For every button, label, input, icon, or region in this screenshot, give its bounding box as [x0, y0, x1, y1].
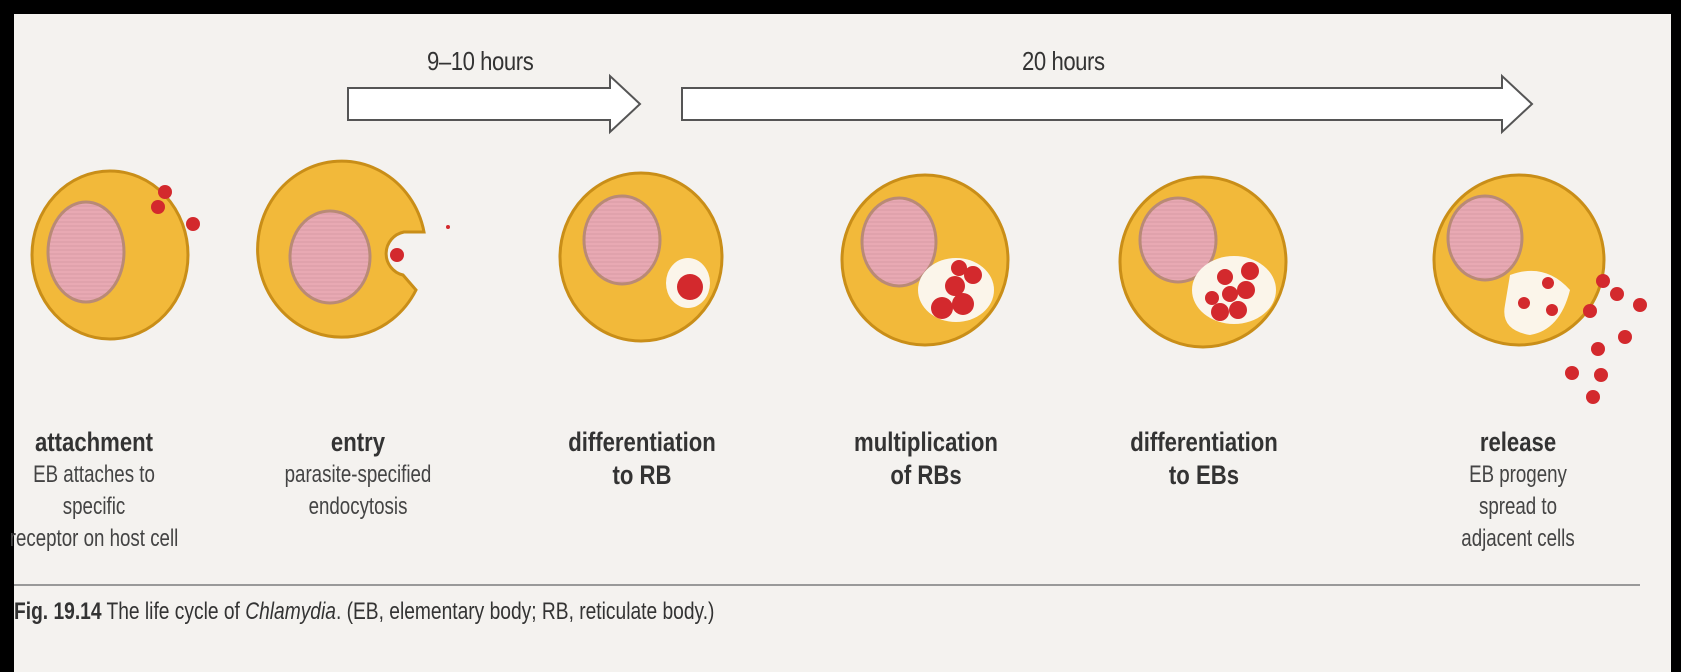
stage-release: release EB progeny spread to adjacent ce…: [1398, 426, 1638, 555]
stage-description: EB progeny: [1424, 459, 1611, 491]
stage-title-line2: to EBs: [1106, 459, 1303, 492]
stage-title-line2: to RB: [544, 459, 741, 492]
cell-differentiation-rb: [560, 173, 722, 341]
stage-description: parasite-specified: [264, 459, 451, 491]
cell-differentiation-eb: [1120, 177, 1286, 347]
timeline-arrow-2: [682, 76, 1532, 132]
stage-entry: entry parasite-specified endocytosis: [238, 426, 478, 523]
stage-description: adjacent cells: [1424, 523, 1611, 555]
stage-description: spread to: [1424, 491, 1611, 523]
caption-text-end: . (EB, elementary body; RB, reticulate b…: [336, 598, 714, 625]
stage-description: EB attaches to: [0, 459, 187, 491]
caption-text: The life cycle of: [102, 598, 246, 625]
stage-title: differentiation: [544, 426, 741, 459]
elementary-body: [151, 200, 165, 214]
elementary-body: [158, 185, 172, 199]
cell-multiplication: [842, 175, 1008, 345]
stage-description: receptor on host cell: [0, 523, 187, 555]
stage-differentiation-eb: differentiation to EBs: [1084, 426, 1324, 492]
figure-number: Fig. 19.14: [14, 598, 102, 625]
elementary-body: [186, 217, 200, 231]
cell-entry: [258, 161, 450, 337]
reticulate-body: [677, 274, 703, 300]
caption-organism: Chlamydia: [245, 598, 336, 625]
stage-attachment: attachment EB attaches to specific recep…: [0, 426, 214, 555]
stage-title-line2: of RBs: [828, 459, 1025, 492]
stage-differentiation-rb: differentiation to RB: [522, 426, 762, 492]
stage-multiplication: multiplication of RBs: [806, 426, 1046, 492]
stage-title: multiplication: [828, 426, 1025, 459]
timeline-label-1: 9–10 hours: [427, 46, 533, 77]
stage-title: attachment: [0, 426, 192, 459]
stage-title: differentiation: [1106, 426, 1303, 459]
cell-release: [1434, 175, 1647, 404]
elementary-body: [390, 248, 404, 262]
stage-description: specific: [0, 491, 187, 523]
cell-attachment: [32, 171, 200, 339]
timeline-arrow-1: [348, 76, 640, 132]
stage-title: release: [1420, 426, 1617, 459]
figure-caption: Fig. 19.14 The life cycle of Chlamydia. …: [14, 598, 714, 626]
stage-description: endocytosis: [264, 491, 451, 523]
stage-title: entry: [260, 426, 457, 459]
timeline-label-2: 20 hours: [1022, 46, 1105, 77]
